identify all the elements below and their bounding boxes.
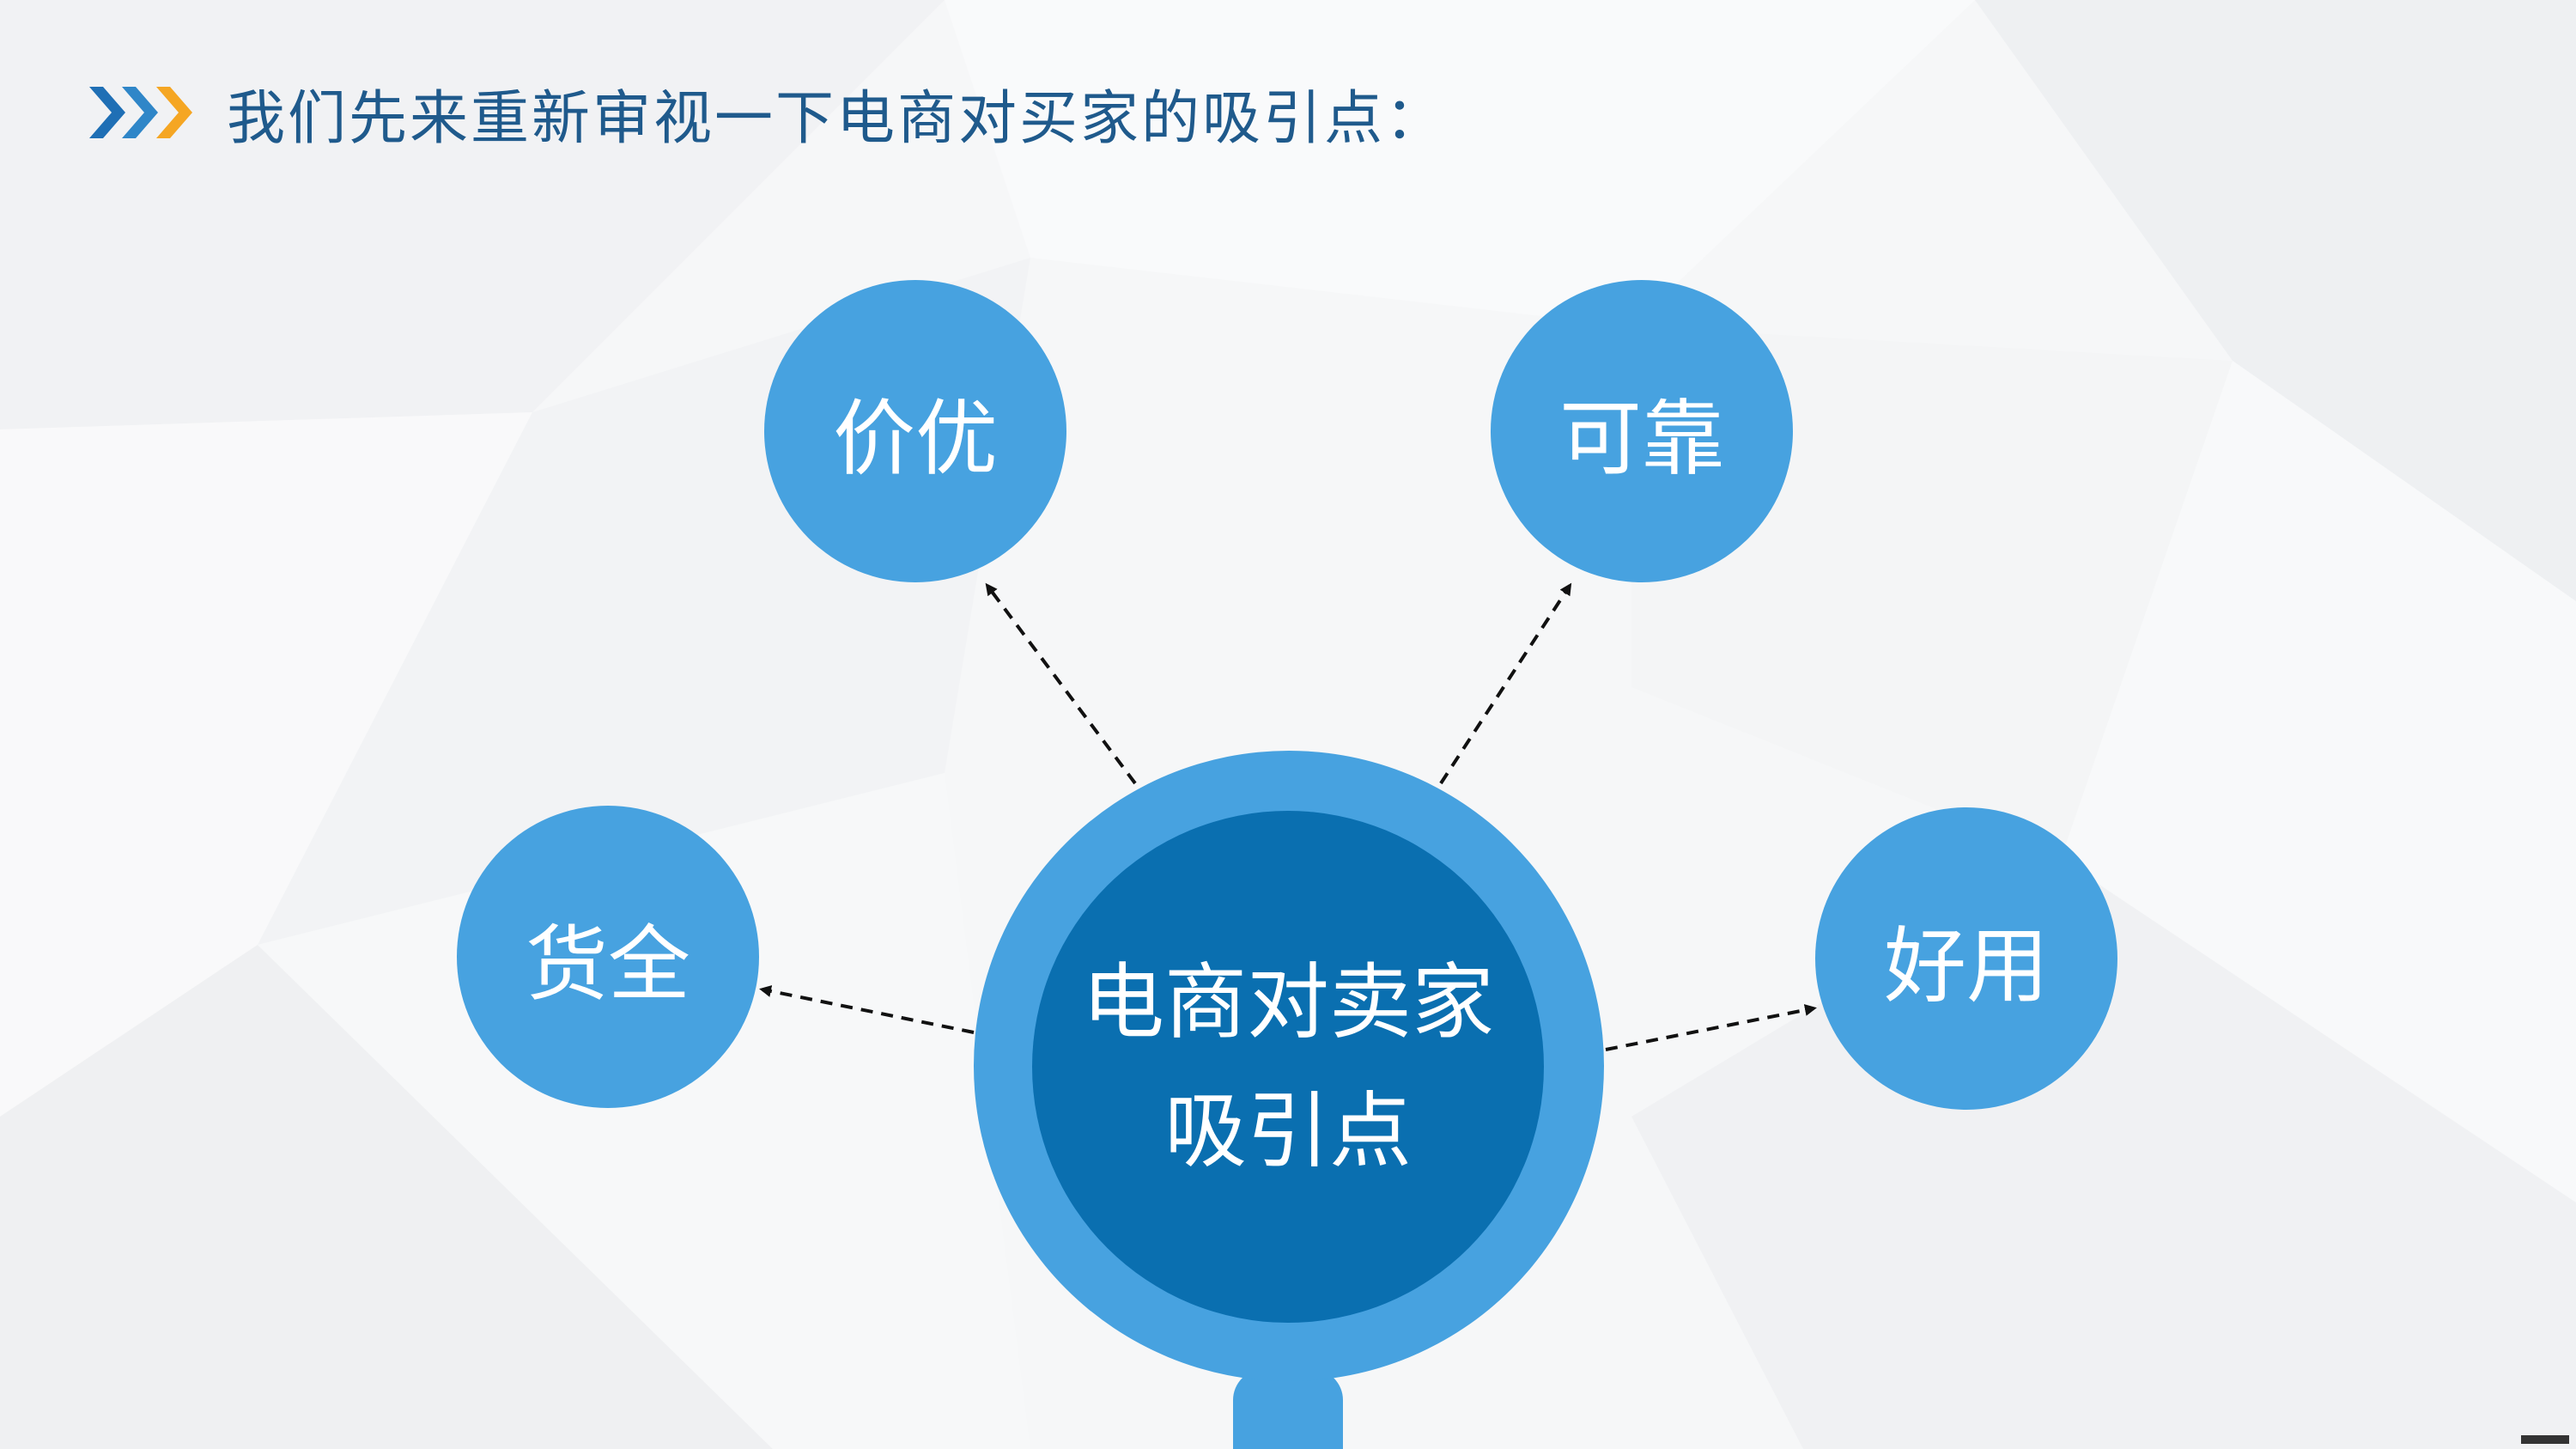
triple-chevron-icon <box>89 87 192 138</box>
core-node: 电商对卖家 吸引点 <box>1032 811 1544 1323</box>
node-price: 价优 <box>764 280 1066 582</box>
node-price-label: 价优 <box>833 390 998 487</box>
node-useful-label: 好用 <box>1884 917 2049 1014</box>
title-row: 我们先来重新审视一下电商对买家的吸引点： <box>89 67 1446 158</box>
node-full-label: 货全 <box>526 916 690 1013</box>
node-full: 货全 <box>457 806 759 1108</box>
core-label-line2: 吸引点 <box>1164 1083 1412 1179</box>
core-label: 电商对卖家 吸引点 <box>1065 938 1511 1196</box>
corner-watermark <box>2521 1435 2569 1444</box>
core-label-line1: 电商对卖家 <box>1082 954 1494 1050</box>
node-useful: 好用 <box>1815 807 2117 1110</box>
node-reliable-label: 可靠 <box>1559 390 1724 487</box>
magnifier-handle <box>1233 1369 1343 1449</box>
node-reliable: 可靠 <box>1491 280 1793 582</box>
slide-title: 我们先来重新审视一下电商对买家的吸引点： <box>227 84 1447 153</box>
